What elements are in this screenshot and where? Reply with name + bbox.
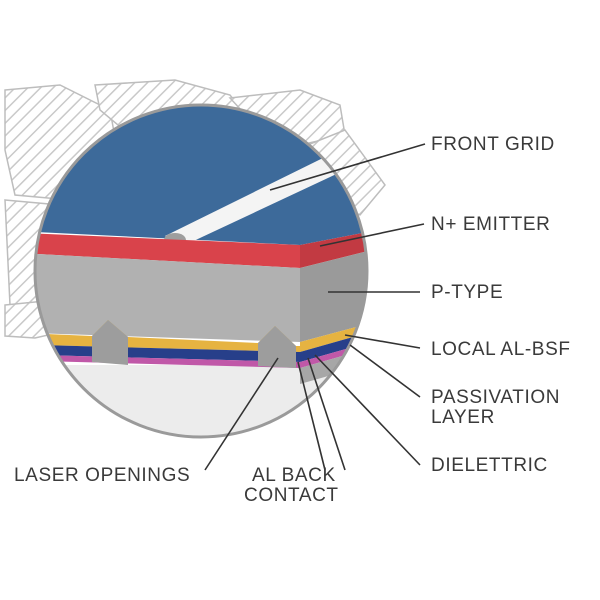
dielectric-layer-band <box>35 354 300 368</box>
label-laser-openings: LASER OPENINGS <box>14 465 190 486</box>
labels: FRONT GRID N+ EMITTER P-TYPE LOCAL AL-BS… <box>14 134 571 506</box>
label-p-type: P-TYPE <box>431 282 503 303</box>
label-n-emitter: N+ EMITTER <box>431 214 550 235</box>
passivation-layer-band <box>35 344 300 362</box>
p-type-side <box>300 238 367 342</box>
emitter-side <box>300 222 367 268</box>
laser-opening-2 <box>258 326 296 368</box>
label-al-back-line1: AL BACK <box>252 465 336 486</box>
front-grid-finger <box>165 157 345 245</box>
label-al-back-line2: CONTACT <box>244 485 339 506</box>
label-local-al-bsf: LOCAL AL-BSF <box>431 339 571 360</box>
p-type-front <box>35 252 300 342</box>
label-dielettric: DIELETTRIC <box>431 455 548 476</box>
emitter-front <box>35 232 300 268</box>
label-passivation-line2: LAYER <box>431 407 495 428</box>
al-bsf-layer <box>35 320 300 352</box>
laser-opening-1 <box>92 320 128 365</box>
label-front-grid: FRONT GRID <box>431 134 555 155</box>
label-passivation-line1: PASSIVATION <box>431 387 560 408</box>
leader-lines <box>204 143 426 471</box>
magnified-cross-section <box>33 103 369 439</box>
rear-area <box>35 365 367 437</box>
